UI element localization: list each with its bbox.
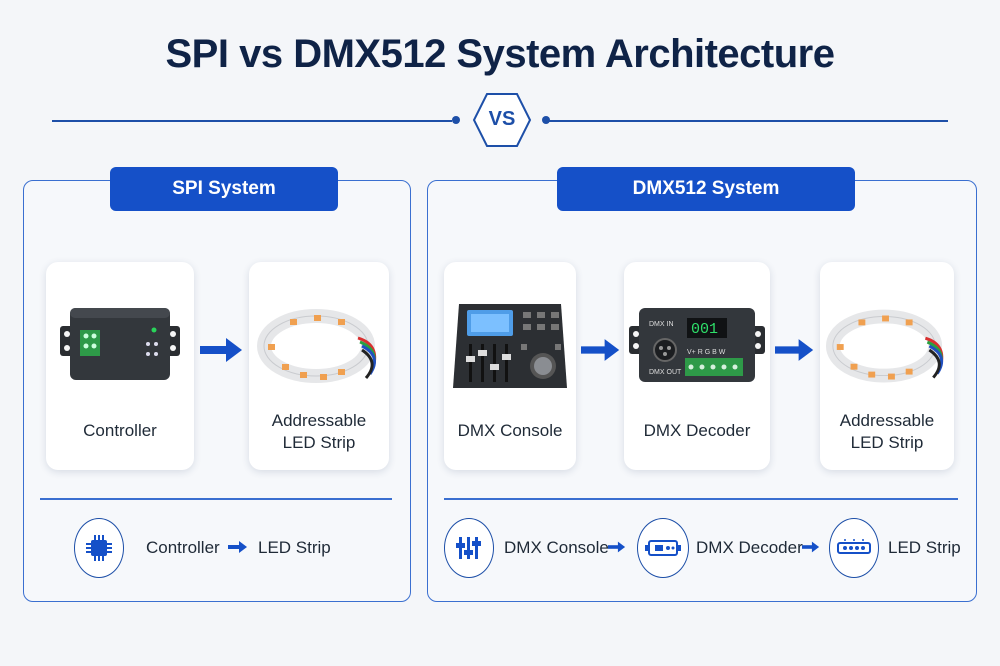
flow-step-led-strip: LED Strip xyxy=(888,538,961,557)
controller-icon xyxy=(60,308,180,380)
decoder-box-icon xyxy=(645,540,681,556)
vs-badge: VS xyxy=(472,92,532,148)
divider-dot-right xyxy=(542,116,550,124)
spi-header: SPI System xyxy=(110,167,338,211)
label-line1: Addressable xyxy=(839,411,935,430)
arrow-right-icon xyxy=(200,338,242,362)
card-label: Addressable LED Strip xyxy=(820,410,954,454)
small-arrow-icon xyxy=(228,541,247,553)
led-strip-icon xyxy=(825,309,944,383)
arrow-right-icon xyxy=(581,339,620,361)
led-bar-icon xyxy=(837,539,871,554)
led-strip-icon xyxy=(257,309,377,383)
flow-step-controller: Controller xyxy=(146,538,220,557)
small-arrow-icon xyxy=(802,541,820,553)
dmx-led-strip-card: Addressable LED Strip xyxy=(820,262,954,470)
flow-icon-console xyxy=(444,518,494,578)
card-label: DMX Decoder xyxy=(643,421,751,440)
flow-step-dmx-decoder: DMX Decoder xyxy=(696,538,803,557)
spi-controller-card: Controller xyxy=(46,262,194,470)
label-line2: LED Strip xyxy=(850,433,924,452)
divider-right xyxy=(548,120,948,122)
flow-icon-led xyxy=(829,518,879,578)
dmx-separator xyxy=(444,498,958,500)
flow-step-dmx-console: DMX Console xyxy=(504,538,609,557)
sliders-icon xyxy=(456,537,481,559)
page-title: SPI vs DMX512 System Architecture xyxy=(165,32,836,76)
dmx-console-card: DMX Console xyxy=(444,262,576,470)
flow-icon-decoder xyxy=(637,518,689,578)
label-line2: LED Strip xyxy=(282,433,356,452)
spi-separator xyxy=(40,498,392,500)
label-line1: Addressable xyxy=(271,411,367,430)
dmx-decoder-card: DMX IN DMX OUT 001 V+ R G B W DMX Decode… xyxy=(624,262,770,470)
port-out-label: DMX OUT xyxy=(649,369,682,376)
decoder-display: 001 xyxy=(691,321,718,338)
dmx-header: DMX512 System xyxy=(557,167,855,211)
card-label: DMX Console xyxy=(457,421,563,440)
vs-label: VS xyxy=(488,108,516,130)
card-label: Controller xyxy=(83,421,157,440)
port-in-label: DMX IN xyxy=(649,321,674,328)
divider-left xyxy=(52,120,452,122)
spi-led-strip-card: Addressable LED Strip xyxy=(249,262,389,470)
pin-labels: V+ R G B W xyxy=(687,349,726,356)
card-label: Addressable LED Strip xyxy=(249,410,389,454)
divider-dot-left xyxy=(452,116,460,124)
small-arrow-icon xyxy=(608,541,626,553)
hexagon-icon xyxy=(472,93,532,147)
flow-icon-controller xyxy=(74,518,124,578)
mixing-console-icon xyxy=(453,304,567,388)
decoder-icon: DMX IN DMX OUT 001 V+ R G B W xyxy=(629,308,765,382)
flow-step-led-strip: LED Strip xyxy=(258,538,331,557)
chip-icon xyxy=(86,535,112,561)
arrow-right-icon xyxy=(775,339,814,361)
